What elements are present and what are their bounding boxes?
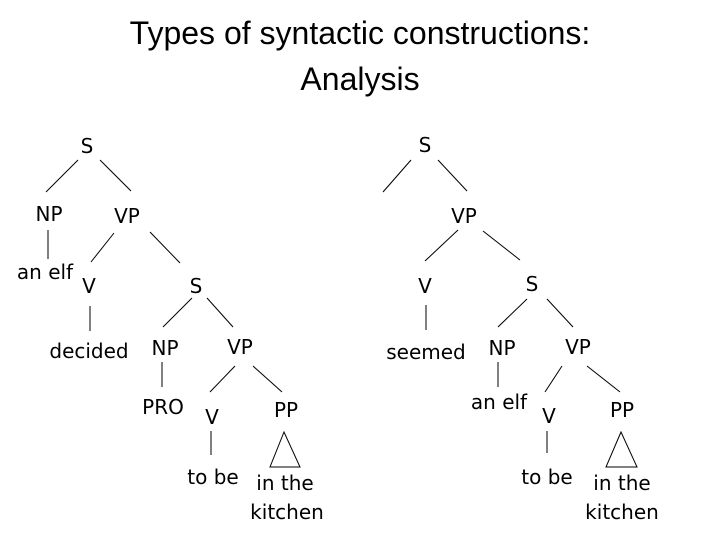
tree2-branch-line [382,159,412,193]
tree1-node-in-the: in the [256,471,314,495]
tree1-node-np: NP [151,336,179,360]
slide-title-line1: Types of syntactic constructions: [129,15,591,51]
tree1-node-pp: PP [273,398,299,422]
tree1-branch-line [209,365,236,393]
slide-title-line2: Analysis [300,61,420,97]
tree2-node-in-the: in the [593,471,651,495]
tree2-node-v: V [418,274,432,298]
tree1-branch-line [99,159,132,192]
tree1-branch-line [149,231,181,264]
tree1-branch-line [206,297,234,328]
tree2-node-vp: VP [451,204,477,228]
tree1-branch-line [252,365,283,393]
tree2-node-seemed: seemed [386,340,466,364]
tree1-node-vp: VP [114,204,140,228]
tree1-triangle-abbreviation-icon [269,430,301,468]
tree1-node-kitchen: kitchen [250,500,324,524]
tree2-node-s: S [525,272,539,296]
tree1-branch-line [45,159,79,193]
tree1-node-np: NP [35,202,63,226]
tree1-node-v: V [205,405,219,429]
tree1-branch-line [90,232,115,263]
tree2-branch-line [586,365,621,393]
tree1-node-to-be: to be [187,465,239,489]
tree1-node-pro: PRO [142,395,184,419]
slide-title: Types of syntactic constructions: Analys… [0,10,720,102]
tree1-node-decided: decided [49,339,129,363]
tree1-node-vp: VP [227,335,253,359]
tree2-node-kitchen: kitchen [585,500,659,524]
tree2-triangle-abbreviation-icon [605,430,638,468]
tree1-node-an-elf: an elf [16,260,74,284]
tree1-node-s: S [189,274,203,298]
tree2-node-pp: PP [609,398,635,422]
tree2-branch-line [544,365,563,393]
tree2-branch-line [497,298,528,328]
tree2-branch-line [546,298,574,328]
tree1-branch-line [162,297,193,328]
tree2-branch-line [482,230,521,261]
tree2-branch-line [437,159,468,192]
tree2-node-an-elf: an elf [470,390,528,414]
tree2-node-s: S [418,133,432,157]
tree2-node-v: V [542,404,556,428]
tree2-node-vp: VP [565,335,591,359]
tree1-node-v: V [82,274,96,298]
tree2-branch-line [424,229,459,262]
tree1-node-s: S [80,134,94,158]
tree2-node-to-be: to be [521,465,573,489]
tree2-node-np: NP [488,336,516,360]
